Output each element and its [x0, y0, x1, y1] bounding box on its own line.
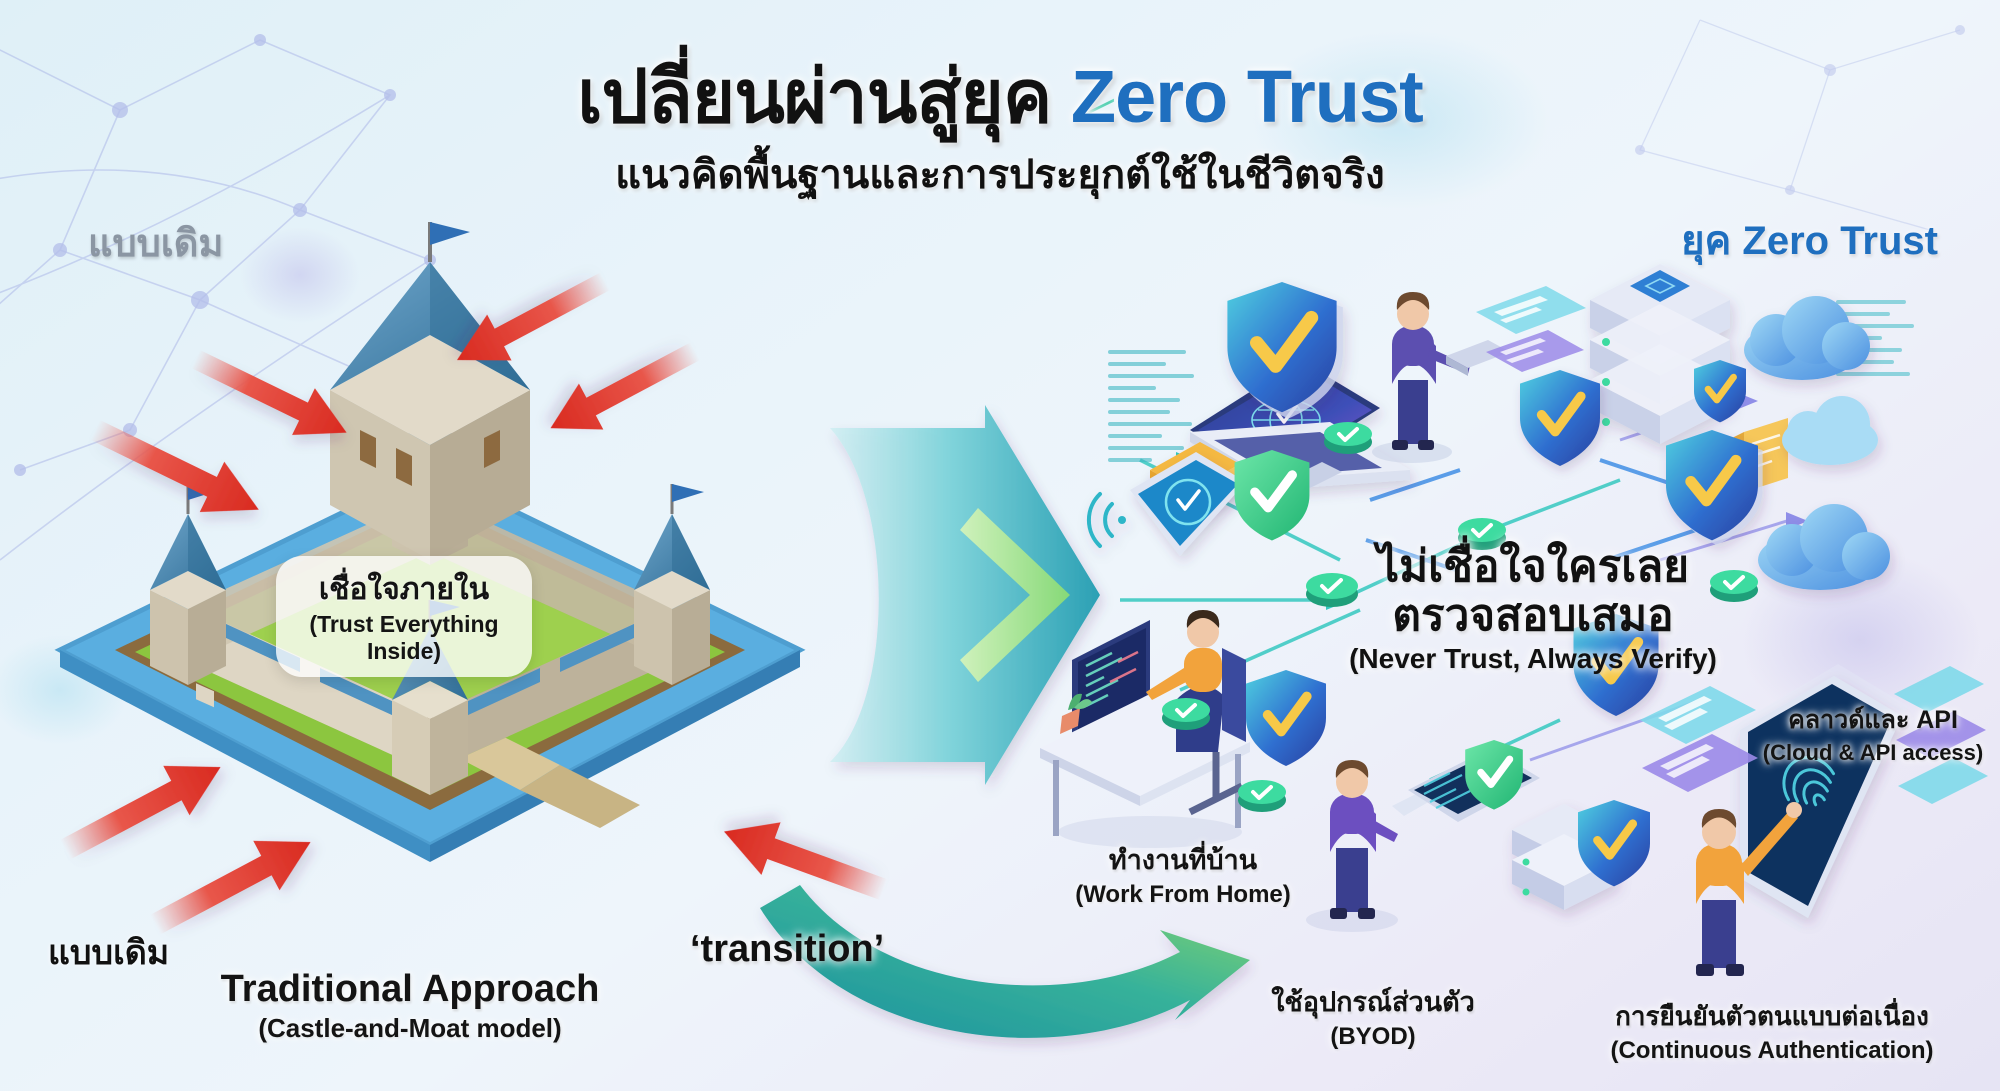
caption-work-from-home: ทำงานที่บ้าน (Work From Home) — [1038, 838, 1328, 909]
continuous-auth-thai: การยืนยันตัวตนแบบต่อเนื่อง — [1615, 1001, 1929, 1031]
caption-byod: ใช้อุปกรณ์ส่วนตัว (BYOD) — [1248, 980, 1498, 1051]
zero-trust-statement: ไม่เชื่อใจใครเลย ตรวจสอบเสมอ (Never Trus… — [1318, 542, 1748, 675]
server-rack — [1590, 264, 1730, 444]
attack-arrows-group — [60, 272, 888, 935]
continuous-authentication-scene — [1640, 664, 1988, 976]
caption-continuous-authentication: การยืนยันตัวตนแบบต่อเนื่อง (Continuous A… — [1572, 996, 1972, 1065]
shield-check-icon — [1578, 800, 1650, 887]
cloud-service-icon — [1758, 504, 1890, 590]
zt-statement-line1: ไม่เชื่อใจใครเลย — [1376, 542, 1690, 591]
section-label-traditional: แบบเดิม — [88, 223, 224, 265]
shield-check-icon — [1520, 370, 1600, 466]
wfh-thai: ทำงานที่บ้าน — [1108, 845, 1258, 875]
caption-cloud-api: คลาวด์และ API (Cloud & API access) — [1748, 700, 1998, 766]
trust-badge-english: (Trust Everything Inside) — [309, 611, 499, 664]
shield-check-green-icon — [1234, 450, 1310, 541]
continuous-auth-english: (Continuous Authentication) — [1610, 1037, 1934, 1064]
ui-panel-decoration — [1640, 686, 1758, 792]
attack-arrow — [90, 420, 259, 513]
zero-trust-scene — [1040, 98, 1988, 976]
shield-check-icon — [1573, 614, 1659, 716]
cloud-api-english: (Cloud & API access) — [1762, 740, 1984, 765]
page-title-thai: เปลี่ยนผ่านสู่ยุค — [577, 55, 1071, 138]
section-label-zero-trust: ยุค Zero Trust — [1681, 219, 1938, 263]
shield-check-icon — [1246, 670, 1326, 766]
wfh-english: (Work From Home) — [1075, 881, 1291, 908]
trust-everything-inside-badge: เชื่อใจภายใน (Trust Everything Inside) — [276, 556, 532, 677]
castle-illustration — [54, 222, 806, 862]
byod-english: (BYOD) — [1330, 1023, 1416, 1050]
castle-keep — [330, 222, 530, 560]
attack-arrow — [191, 350, 347, 435]
shield-check-icon — [1666, 430, 1763, 545]
attack-arrow — [150, 840, 311, 935]
page-header: เปลี่ยนผ่านสู่ยุค Zero Trust แนวคิดพื้นฐ… — [0, 58, 2000, 206]
byod-thai: ใช้อุปกรณ์ส่วนตัว — [1271, 987, 1475, 1017]
cloud-api-thai: คลาวด์และ API — [1788, 706, 1958, 734]
traditional-approach-subtitle: (Castle-and-Moat model) — [258, 1013, 562, 1043]
shield-check-green-icon — [1465, 740, 1523, 810]
attack-arrow — [456, 272, 610, 361]
code-block-decoration — [1108, 300, 1914, 462]
id-card-icon — [1894, 666, 1988, 804]
zt-statement-english: (Never Trust, Always Verify) — [1349, 642, 1717, 674]
traditional-approach-title: Traditional Approach — [220, 968, 600, 1010]
verification-checkpoints — [1162, 422, 1758, 812]
attack-arrow — [550, 342, 700, 430]
byod-scene — [1306, 740, 1540, 932]
trust-badge-thai: เชื่อใจภายใน — [318, 573, 490, 606]
shield-check-icon — [1694, 360, 1746, 423]
attack-arrow — [724, 822, 888, 900]
attack-arrow — [60, 765, 221, 860]
smartphone-device — [1086, 452, 1246, 556]
transition-label: ‘transition’ — [690, 928, 885, 970]
page-title: เปลี่ยนผ่านสู่ยุค Zero Trust — [0, 58, 2000, 136]
curved-transition-arrow — [760, 885, 1250, 1038]
caption-traditional-approach: Traditional Approach (Castle-and-Moat mo… — [200, 968, 620, 1044]
big-transition-arrow — [830, 405, 1100, 785]
person-with-laptop — [1372, 286, 1586, 463]
shield-check-icon — [1227, 282, 1343, 419]
page-subtitle: แนวคิดพื้นฐานและการประยุกต์ใช้ในชีวิตจริ… — [615, 152, 1385, 197]
section-label-traditional-bottom: แบบเดิม — [48, 934, 170, 972]
zt-statement-line2: ตรวจสอบเสมอ — [1392, 591, 1674, 641]
cloud-service-icon — [1744, 296, 1878, 465]
work-from-home-scene — [1040, 98, 1326, 848]
page-title-accent: Zero Trust — [1070, 55, 1424, 138]
